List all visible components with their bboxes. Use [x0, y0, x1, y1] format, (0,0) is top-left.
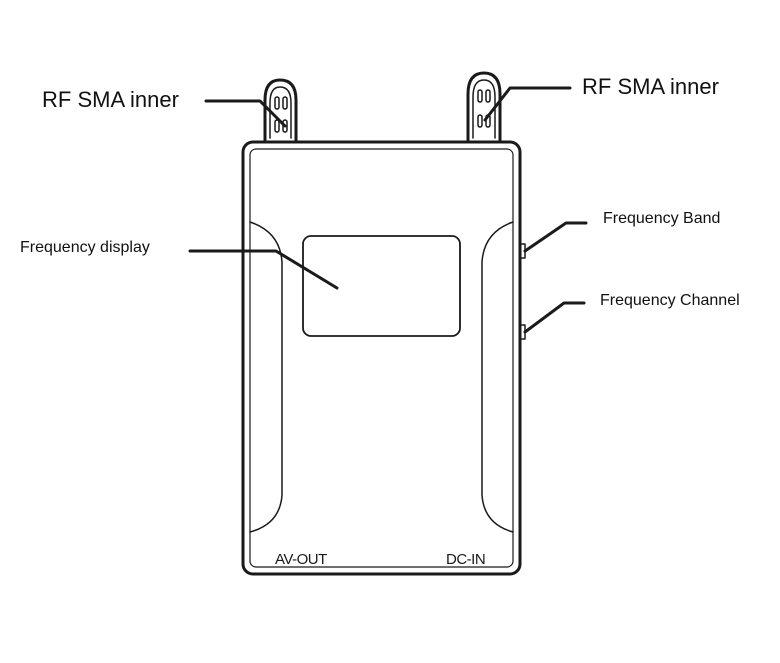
- callout-frequency-band: Frequency Band: [603, 210, 721, 227]
- leader-line-frequency-band: [523, 221, 588, 253]
- frequency-display-window: [302, 235, 461, 337]
- callout-rf-sma-left: RF SMA inner: [42, 87, 179, 112]
- device-body: [241, 140, 522, 576]
- leader-line-frequency-display: [188, 249, 339, 290]
- dc-in-label: DC-IN: [446, 551, 485, 568]
- callout-rf-sma-right: RF SMA inner: [582, 74, 719, 99]
- leader-line-rf-right: [483, 86, 572, 122]
- leader-line-frequency-channel: [523, 301, 586, 334]
- callout-frequency-display: Frequency display: [20, 239, 150, 256]
- leader-line-rf-left: [204, 99, 287, 128]
- av-out-label: AV-OUT: [275, 551, 327, 568]
- callout-frequency-channel: Frequency Channel: [600, 292, 740, 309]
